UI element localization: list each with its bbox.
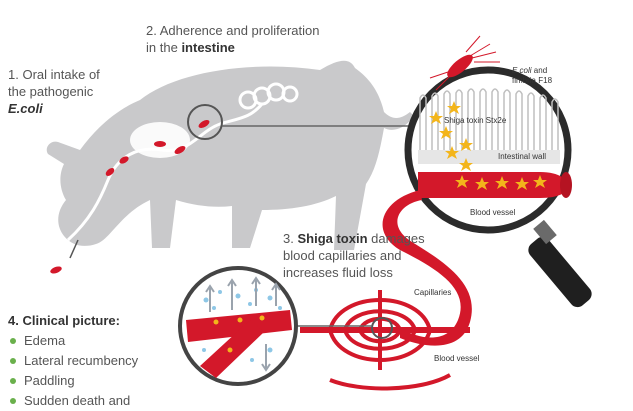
ingestion-arrow xyxy=(69,239,79,259)
magnifier xyxy=(404,35,592,308)
step-1-line2: the pathogenic xyxy=(8,84,94,99)
ecoli-large xyxy=(429,35,500,91)
shiga-toxin-label: Shiga toxin Stx2e xyxy=(444,116,507,125)
bullet-icon xyxy=(10,378,16,384)
bullet-icon xyxy=(10,338,16,344)
blood-vessel-label: Blood vessel xyxy=(434,354,480,363)
pathogenesis-diagram xyxy=(46,35,592,391)
capillary-network xyxy=(300,290,470,391)
pig-silhouette xyxy=(46,60,414,250)
list-item: Paddling xyxy=(8,371,178,391)
step-1-number: 1. xyxy=(8,67,19,82)
step-3-number: 3. xyxy=(283,231,294,246)
capillary-zoom-circle xyxy=(371,317,393,339)
bullet-icon xyxy=(10,358,16,364)
step-4-title: 4. Clinical picture: xyxy=(8,313,120,328)
step-3-line1: damages xyxy=(371,231,425,246)
capillaries-label: Capillaries xyxy=(414,288,452,297)
shiga-toxin-stars xyxy=(429,101,547,190)
step-3-shiga: Shiga toxin xyxy=(297,231,368,246)
intestine-zoom-circle xyxy=(187,104,223,140)
clinical-signs-list: Edema Lateral recumbency Paddling Sudden… xyxy=(8,331,178,411)
step-3-text: 3. Shiga toxin damages blood capillaries… xyxy=(283,230,448,281)
step-2-number: 2. xyxy=(146,23,157,38)
blood-vessel-magnified-label: Blood vessel xyxy=(470,208,516,217)
step-1-ecoli: E.coli xyxy=(8,101,43,116)
list-item: Edema xyxy=(8,331,178,351)
ecoli-fimbria-label: E.coli and fimbria F18 xyxy=(512,66,553,85)
step-3-line3: increases fluid loss xyxy=(283,265,393,280)
blood-vessel-magnified xyxy=(418,172,568,198)
step-1-text: 1. Oral intake of the pathogenic E.coli xyxy=(8,66,138,117)
step-2-text: 2. Adherence and proliferation in the in… xyxy=(146,22,376,56)
list-item: Sudden death and xyxy=(8,391,178,411)
damaged-capillary-zoom xyxy=(178,266,298,386)
list-item: Lateral recumbency xyxy=(8,351,178,371)
step-3-line2: blood capillaries and xyxy=(283,248,402,263)
step-2-line1: Adherence and proliferation xyxy=(159,23,320,38)
step-2-line2-pre: in the xyxy=(146,40,178,55)
intestine-tube xyxy=(66,82,299,242)
step-2-intestine: intestine xyxy=(181,40,235,55)
step-4-text: 4. Clinical picture: Edema Lateral recum… xyxy=(8,312,178,411)
intestinal-wall-label: Intestinal wall xyxy=(498,152,547,161)
bullet-icon xyxy=(10,398,16,404)
bacteria-small xyxy=(50,120,210,274)
step-1-line1: Oral intake of xyxy=(22,67,100,82)
